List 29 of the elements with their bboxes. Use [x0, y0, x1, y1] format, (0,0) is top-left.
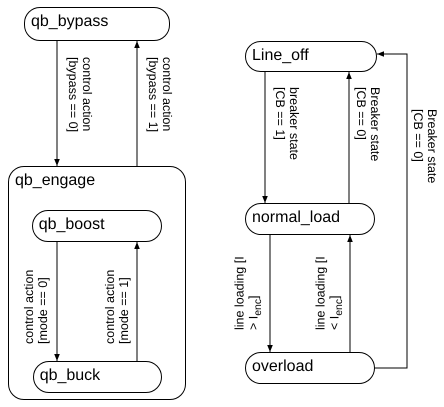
transition-arrow: [374, 51, 408, 368]
state-name: qb_bypass: [31, 12, 108, 32]
state-box: [24, 7, 170, 41]
state-name: qb_engage: [15, 171, 96, 191]
state-box: [32, 210, 162, 242]
transition-label: breaker state [CB == 1]: [273, 87, 301, 162]
state-name: Line_off: [252, 46, 309, 66]
state-box: [245, 203, 375, 235]
transition-arrow: [134, 242, 140, 362]
state-name: qb_boost: [38, 214, 105, 235]
transition-label: control action [mode == 1]: [103, 268, 131, 344]
transition-arrow: [262, 72, 268, 204]
transition-label: control action [mode == 0]: [22, 268, 50, 344]
transition-arrow: [267, 234, 273, 352]
state-box: [245, 41, 377, 72]
state-box: [245, 352, 375, 384]
state-name: qb_buck: [40, 366, 100, 386]
state-box: [32, 360, 162, 393]
transition-arrow: [346, 72, 352, 204]
transition-label: Breaker state [CB == 0]: [354, 87, 382, 164]
transition-label: Breaker state [CB == 0]: [411, 109, 439, 186]
state-name: overload: [252, 357, 314, 377]
transition-arrow: [54, 40, 60, 166]
transition-arrow: [347, 234, 353, 352]
state-name: normal_load: [252, 208, 340, 228]
transition-label: control action [bypass == 0]: [66, 57, 94, 134]
transition-arrow: [134, 40, 140, 166]
composite-state-box: [8, 166, 186, 400]
transition-arrow: [54, 242, 60, 362]
